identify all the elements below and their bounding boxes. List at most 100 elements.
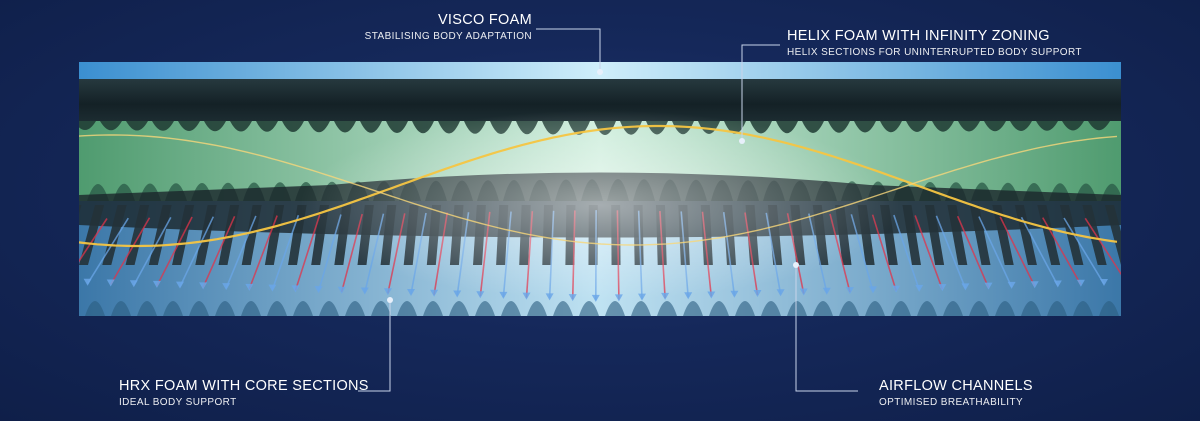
visco-title: VISCO FOAM xyxy=(437,12,532,28)
core-slat xyxy=(924,205,945,265)
airflow-arrowhead xyxy=(383,288,392,296)
core-hump xyxy=(1047,301,1067,316)
airflow-arrow xyxy=(271,214,300,290)
core-hump xyxy=(631,301,651,316)
helix-tooth xyxy=(1036,121,1058,131)
core-hump xyxy=(891,301,911,316)
airflow-arrowhead xyxy=(222,283,231,291)
helix-tooth xyxy=(360,121,382,133)
helix-tooth xyxy=(906,121,928,132)
center-glow xyxy=(300,110,900,300)
airflow-arrow xyxy=(156,216,193,287)
core-slat xyxy=(992,205,1014,265)
helix-tooth xyxy=(854,121,876,133)
core-hump xyxy=(501,301,521,316)
core-hump xyxy=(553,301,573,316)
airflow-arrow xyxy=(1063,217,1105,285)
airflow-arrowhead xyxy=(337,286,346,294)
core-hump xyxy=(397,301,417,316)
core-hump xyxy=(345,301,365,316)
callout-line-hrx xyxy=(358,300,391,392)
core-hump xyxy=(163,301,183,316)
airflow-arrowhead xyxy=(938,284,947,292)
airflow-arrow xyxy=(1020,216,1059,286)
airflow-arrowhead xyxy=(360,287,369,295)
core-hump xyxy=(449,301,469,316)
helix-tooth xyxy=(100,121,122,131)
airflow-arrowhead xyxy=(245,283,254,291)
callout-dot xyxy=(387,297,393,303)
helix-tooth xyxy=(1010,121,1032,131)
airflow-arrow xyxy=(86,217,129,285)
core-hump xyxy=(865,301,885,316)
callout-airflow: AIRFLOW CHANNELS OPTIMISED BREATHABILITY xyxy=(879,378,1033,409)
helix-tooth xyxy=(204,121,226,132)
helix-tooth xyxy=(828,121,850,133)
core-hump xyxy=(709,301,729,316)
airflow-arrowhead xyxy=(892,285,901,293)
core-hump xyxy=(267,301,287,316)
core-hump xyxy=(683,301,703,316)
helix-tooth xyxy=(256,121,278,132)
helix-tooth xyxy=(334,121,356,133)
airflow-arrow xyxy=(914,215,944,290)
airflow-arrowhead xyxy=(106,279,115,287)
callout-dot xyxy=(793,262,799,268)
core-hump xyxy=(1021,301,1041,316)
core-slat xyxy=(241,205,262,265)
helix-tooth xyxy=(386,121,408,134)
core-hump xyxy=(85,301,105,316)
airflow-arrowhead xyxy=(268,284,277,292)
airflow-arrowhead xyxy=(984,282,993,290)
core-slat xyxy=(1037,205,1061,265)
core-hump xyxy=(605,301,625,316)
airflow-arrowhead xyxy=(1053,280,1062,288)
core-slat xyxy=(1127,205,1153,265)
core-slat xyxy=(969,205,991,265)
core-hump xyxy=(657,301,677,316)
callout-dot xyxy=(739,138,745,144)
airflow-title: AIRFLOW CHANNELS xyxy=(879,378,1033,394)
airflow-arrowhead xyxy=(822,287,831,295)
callout-line-airflow xyxy=(795,265,858,392)
airflow-arrowhead xyxy=(799,288,808,296)
core-hump xyxy=(579,301,599,316)
core-hump xyxy=(943,301,963,316)
airflow-arrowhead xyxy=(199,282,208,290)
core-hump xyxy=(761,301,781,316)
airflow-subtitle: OPTIMISED BREATHABILITY xyxy=(879,397,1024,408)
core-hump xyxy=(241,301,261,316)
core-slat xyxy=(264,205,285,265)
helix-tooth xyxy=(1062,121,1084,131)
airflow-arrow xyxy=(133,217,172,286)
helix-tooth xyxy=(880,121,902,133)
helix-tooth xyxy=(984,121,1006,132)
airflow-arrowhead xyxy=(407,289,415,296)
helix-tooth xyxy=(958,121,980,132)
core-slat xyxy=(947,205,968,265)
airflow-arrowhead xyxy=(176,281,184,289)
core-hump xyxy=(813,301,833,316)
core-hump xyxy=(839,301,859,316)
airflow-arrowhead xyxy=(152,280,161,288)
core-slat xyxy=(1150,205,1177,265)
core-hump xyxy=(215,301,235,316)
airflow-arrowhead xyxy=(776,289,785,297)
helix-subtitle: HELIX SECTIONS FOR UNINTERRUPTED BODY SU… xyxy=(787,47,1082,58)
helix-tooth xyxy=(178,121,200,132)
infinity-zoning-wave-secondary xyxy=(79,134,1118,246)
hrx-subtitle: IDEAL BODY SUPPORT xyxy=(119,397,237,408)
helix-tooth xyxy=(802,121,824,133)
core-slat xyxy=(79,205,82,265)
visco-subtitle: STABILISING BODY ADAPTATION xyxy=(364,31,532,42)
helix-tooth xyxy=(932,121,954,132)
helix-tooth xyxy=(282,121,304,133)
core-slat xyxy=(79,205,105,265)
core-slat xyxy=(1104,205,1121,265)
airflow-arrowhead xyxy=(730,290,739,298)
core-hump xyxy=(735,301,755,316)
airflow-arrowhead xyxy=(61,278,69,285)
airflow-arrow xyxy=(1084,217,1121,276)
core-slat xyxy=(148,205,172,265)
airflow-arrow xyxy=(956,215,990,288)
